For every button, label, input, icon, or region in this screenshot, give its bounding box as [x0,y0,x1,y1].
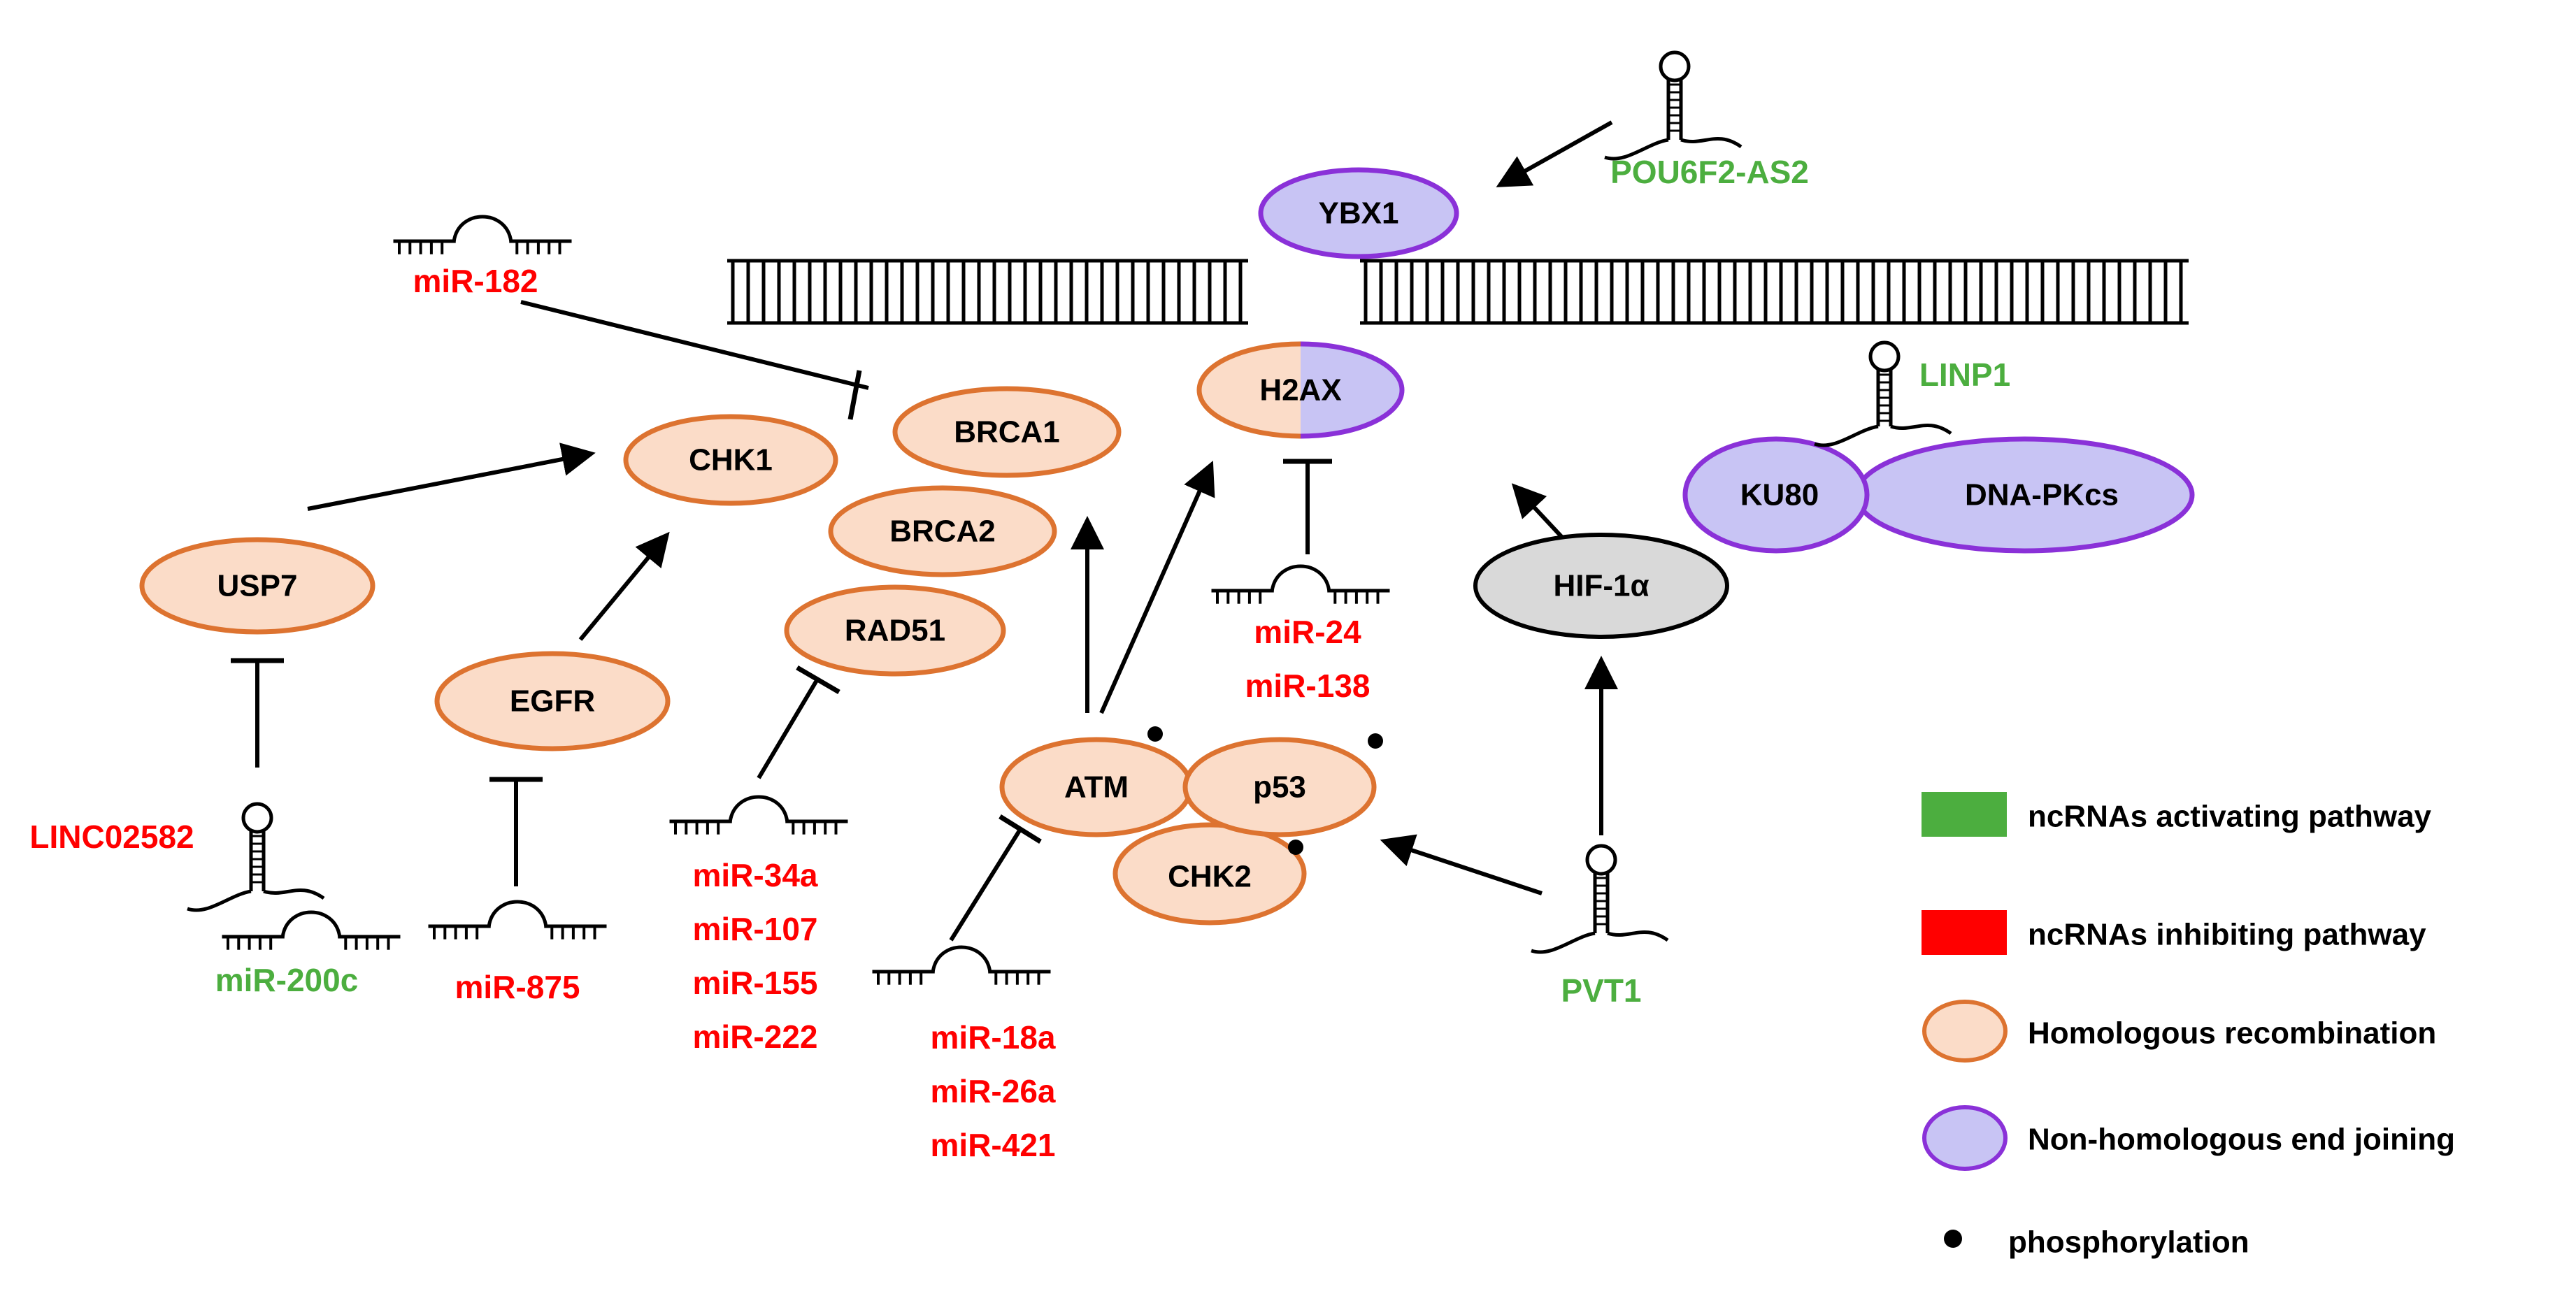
chk2-label: CHK2 [1168,860,1252,894]
mirna-glyphs [222,215,1390,985]
legend-activating-swatch [1922,792,2007,837]
arrow-egfr-to-chk1 [578,531,670,641]
usp7-node[interactable]: USP7 [139,537,375,635]
mirna-icon [1211,564,1390,604]
pou6f2-as2-label: POU6F2-AS2 [1610,154,1809,190]
inhibit-mir18a-atm [949,814,1042,942]
legend-hr-swatch [1922,1000,2008,1063]
inhibit-mir200c-usp7 [231,658,284,768]
legend-inhibiting-swatch [1922,910,2007,955]
linc02582-label: LINC02582 [29,819,194,855]
mirna-icon [428,900,607,940]
pvt1-label: PVT1 [1561,972,1641,1009]
lncrna-hairpin-icon [187,802,325,912]
atm-node[interactable]: ATM [999,737,1194,837]
dnapkcs-label: DNA-PKcs [1965,478,2119,512]
mirna-icon [393,215,572,254]
brca2-node[interactable]: BRCA2 [828,485,1057,577]
inhibit-mir24-h2ax [1283,459,1332,554]
mir26a-label: miR-26a [931,1073,1056,1109]
legend: ncRNAs activating pathway ncRNAs inhibit… [1922,792,2455,1260]
legend-phospho-dot [1944,1230,1962,1248]
ybx1-label: YBX1 [1319,196,1399,231]
inhibit-mir875-egfr [489,777,543,886]
p53-phospho-dot [1368,733,1383,749]
lncrna-hairpin-glyphs [187,50,1952,954]
dna-strand-left [727,259,1248,325]
mir18a-label: miR-18a [931,1019,1056,1056]
legend-phospho-label: phosphorylation [2008,1225,2249,1260]
arrow-usp7-to-chk1 [307,442,596,511]
mir155-label: miR-155 [693,965,818,1001]
ybx1-node[interactable]: YBX1 [1258,167,1459,259]
legend-inhibiting-label: ncRNAs inhibiting pathway [2028,918,2426,952]
chk1-node[interactable]: CHK1 [623,414,838,506]
egfr-label: EGFR [510,684,595,719]
mirna-icon [872,945,1051,985]
linp1-label: LINP1 [1919,357,2010,393]
mirna-icon [222,910,401,950]
p53-node[interactable]: p53 [1182,737,1377,837]
rad51-label: RAD51 [845,614,945,648]
legend-nhej-label: Non-homologous end joining [2028,1123,2455,1157]
arrow-pvt1-to-p53 [1380,834,1543,895]
h2ax-label: H2AX [1259,373,1341,408]
p53-label: p53 [1253,770,1306,805]
atm-label: ATM [1064,770,1129,805]
inhibit-mir34a-rad51 [757,665,840,779]
mirna-icon [669,795,848,835]
chk1-label: CHK1 [689,443,773,477]
mir138-label: miR-138 [1245,668,1371,704]
legend-hr-label: Homologous recombination [2028,1016,2436,1051]
h2ax-node[interactable]: H2AX [1196,341,1405,439]
arrow-hif1a-to-h2ax [1511,483,1568,544]
mir182-label: miR-182 [413,263,538,299]
hif1a-label: HIF-1α [1553,569,1649,603]
legend-nhej-swatch [1922,1105,2008,1171]
usp7-label: USP7 [217,569,298,603]
brca2-label: BRCA2 [889,514,996,549]
brca1-label: BRCA1 [954,415,1060,449]
arrow-pou6f2-to-ybx1 [1496,120,1613,187]
mir200c-label: miR-200c [215,962,359,998]
brca1-node[interactable]: BRCA1 [892,386,1122,478]
rad51-node[interactable]: RAD51 [784,584,1006,677]
lncrna-hairpin-icon [1814,340,1952,447]
dna-strand-right [1360,259,2189,325]
lncrna-hairpin-icon [1604,50,1743,161]
mir24-label: miR-24 [1254,614,1361,650]
egfr-node[interactable]: EGFR [434,651,671,751]
dnapkcs-node[interactable]: DNA-PKcs [1854,436,2195,554]
chk2-phospho-dot [1288,840,1303,855]
arrow-atm-to-h2ax [1099,461,1215,714]
mir222-label: miR-222 [693,1018,818,1055]
ku80-node[interactable]: KU80 [1682,436,1870,554]
atm-phospho-dot [1147,726,1163,742]
inhibit-mir182-brca1 [520,300,869,420]
mir875-label: miR-875 [455,969,580,1005]
mir421-label: miR-421 [931,1127,1056,1163]
chk2-node[interactable]: CHK2 [1112,822,1307,926]
mir34a-label: miR-34a [693,857,818,893]
hif1a-node[interactable]: HIF-1α [1473,533,1729,639]
mir107-label: miR-107 [693,911,818,947]
legend-activating-label: ncRNAs activating pathway [2028,800,2432,834]
ku80-label: KU80 [1740,478,1819,512]
lncrna-hairpin-icon [1531,844,1669,954]
